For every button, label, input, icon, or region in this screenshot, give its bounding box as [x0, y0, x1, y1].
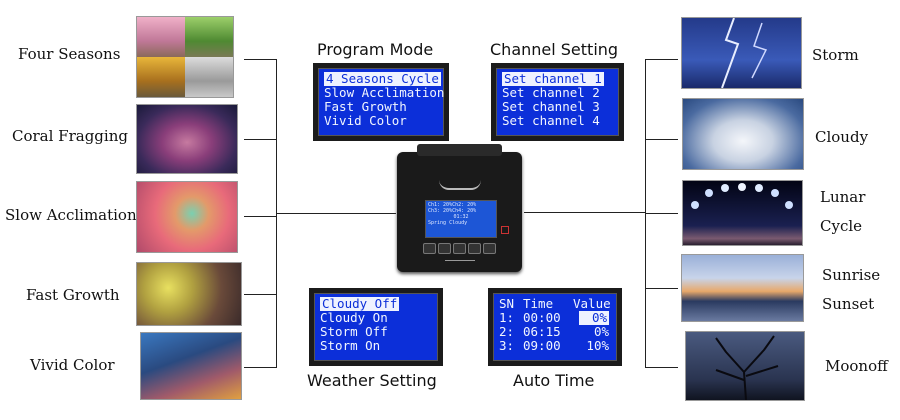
auto-time-row[interactable]: 2: 06:15 0%: [499, 324, 609, 339]
weather-option[interactable]: Storm On: [320, 338, 381, 353]
auto-time-value-selected[interactable]: 0%: [579, 311, 609, 325]
mounting-bracket: [417, 144, 502, 156]
right-connector: [524, 212, 645, 213]
left-connector: [276, 213, 396, 214]
led-controller-device: Ch1: 20%Ch2: 20% Ch3: 20%Ch4: 20% 01:32 …: [397, 144, 522, 272]
device-ornament: [439, 180, 481, 190]
lightning-icon: [721, 18, 768, 88]
storm-photo: [681, 17, 802, 89]
weather-setting-lcd: Cloudy Off Cloudy On Storm Off Storm On: [309, 288, 443, 366]
left-tick-1: [244, 59, 276, 60]
coral-fragging-photo: [136, 104, 238, 174]
right-tick-3: [645, 213, 678, 214]
channel-setting-title: Channel Setting: [490, 40, 619, 59]
label-coral-fragging: Coral Fragging: [12, 127, 128, 145]
tree-branches-icon: [715, 335, 779, 400]
label-moonoff: Moonoff: [825, 357, 888, 375]
program-mode-option[interactable]: Vivid Color: [324, 113, 407, 128]
auto-time-header: SN Time Value: [499, 296, 611, 311]
right-tick-2: [645, 139, 678, 140]
device-bottom-ornament: [445, 260, 475, 264]
left-tick-5: [244, 367, 276, 368]
slow-acclimation-photo: [136, 181, 238, 253]
label-storm: Storm: [812, 46, 859, 64]
channel-setting-lcd: Set channel 1 Set channel 2 Set channel …: [491, 63, 624, 141]
device-button-2[interactable]: [438, 243, 451, 254]
auto-time-title: Auto Time: [513, 371, 595, 390]
right-tick-1: [645, 59, 678, 60]
program-mode-lcd: 4 Seasons Cycle Slow Acclimation Fast Gr…: [313, 63, 449, 141]
auto-time-lcd: SN Time Value 1: 00:00 0% 2: 06:15 0% 3:…: [488, 288, 622, 366]
label-vivid-color: Vivid Color: [30, 356, 115, 374]
device-button-4[interactable]: [468, 243, 481, 254]
label-cycle: Cycle: [820, 217, 863, 235]
channel-option[interactable]: Set channel 2: [502, 85, 600, 100]
left-tick-3: [244, 216, 276, 217]
sunrise-sunset-photo: [681, 254, 804, 322]
right-tick-4: [645, 288, 678, 289]
weather-option[interactable]: Cloudy On: [320, 310, 388, 325]
weather-setting-title: Weather Setting: [307, 371, 437, 390]
moon-phases-icon: [691, 183, 793, 209]
auto-time-row[interactable]: 3: 09:00 10%: [499, 338, 609, 353]
left-tick-2: [244, 139, 276, 140]
auto-time-row[interactable]: 1: 00:00 0%: [499, 310, 609, 325]
program-mode-title: Program Mode: [317, 40, 434, 59]
label-cloudy: Cloudy: [815, 128, 869, 146]
channel-option[interactable]: Set channel 3: [502, 99, 600, 114]
weather-option-selected[interactable]: Cloudy Off: [320, 296, 400, 311]
program-mode-option[interactable]: Slow Acclimation: [324, 85, 445, 100]
program-mode-option[interactable]: Fast Growth: [324, 99, 407, 114]
channel-option[interactable]: Set channel 4: [502, 113, 600, 128]
device-indicator: [501, 226, 509, 234]
label-lunar: Lunar: [820, 188, 866, 206]
label-sunset: Sunset: [822, 295, 875, 313]
device-button-3[interactable]: [453, 243, 466, 254]
right-tick-5: [645, 367, 678, 368]
label-fast-growth: Fast Growth: [26, 286, 120, 304]
label-lunar-cycle: Lunar Cycle: [820, 183, 865, 241]
device-button-1[interactable]: [423, 243, 436, 254]
left-tick-4: [244, 294, 276, 295]
lunar-cycle-photo: [682, 180, 803, 246]
label-four-seasons: Four Seasons: [18, 45, 121, 63]
device-button-5[interactable]: [483, 243, 496, 254]
vivid-color-photo: [140, 332, 242, 400]
device-screen: Ch1: 20%Ch2: 20% Ch3: 20%Ch4: 20% 01:32 …: [425, 200, 497, 238]
moonoff-photo: [685, 331, 805, 401]
program-mode-option-selected[interactable]: 4 Seasons Cycle: [324, 71, 441, 86]
label-slow-acclimation: Slow Acclimation: [5, 206, 137, 224]
label-sunrise: Sunrise: [822, 266, 881, 284]
cloudy-photo: [682, 98, 804, 170]
label-sunrise-sunset: Sunrise Sunset: [822, 261, 880, 319]
fast-growth-photo: [136, 262, 242, 326]
channel-option-selected[interactable]: Set channel 1: [502, 71, 604, 86]
weather-option[interactable]: Storm Off: [320, 324, 388, 339]
four-seasons-photo: [136, 16, 234, 98]
